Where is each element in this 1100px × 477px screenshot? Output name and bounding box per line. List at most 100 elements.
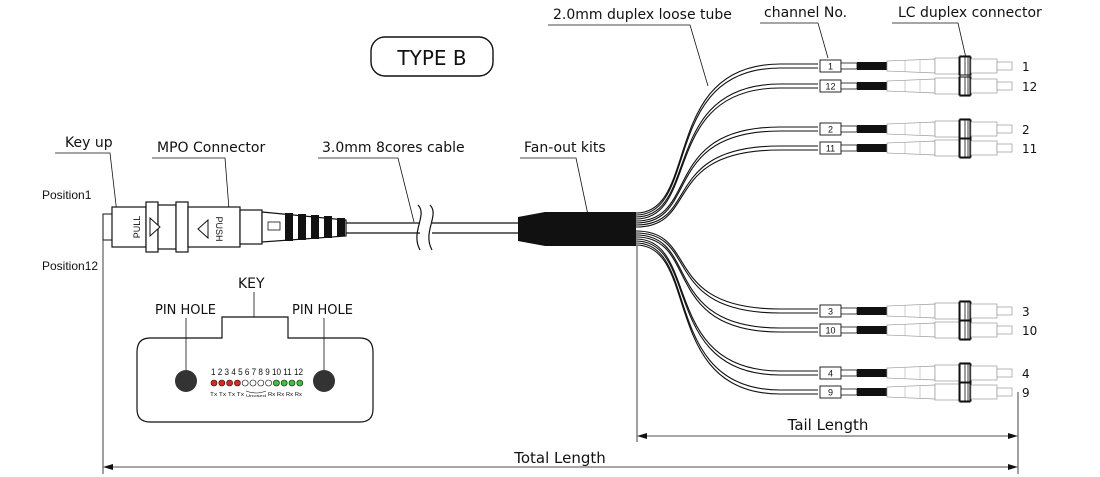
total-length-dimension: Total Length bbox=[102, 240, 1019, 474]
channel-tag-text: 12 bbox=[825, 82, 835, 92]
fanout-kits-label: Fan-out kits bbox=[524, 140, 606, 156]
fanout-tube-line bbox=[635, 238, 818, 372]
fanout-kit-body bbox=[518, 212, 636, 246]
mpo-connector-leader bbox=[152, 157, 231, 223]
fanout-tube-line bbox=[635, 242, 818, 391]
position1-label: Position1 bbox=[42, 188, 92, 202]
pin-hole-right-label: PIN HOLE bbox=[292, 303, 353, 318]
pin-hole-left bbox=[175, 370, 197, 392]
fanout-tube-line bbox=[635, 244, 818, 395]
fiber-dot bbox=[296, 379, 304, 387]
cable-leader bbox=[318, 157, 415, 223]
key-up-label: Key up bbox=[65, 135, 113, 151]
fanout-tube-line bbox=[635, 145, 818, 226]
fiber-dot bbox=[210, 379, 218, 387]
fanout-tube-line bbox=[635, 67, 818, 216]
fiber-dot bbox=[280, 379, 288, 387]
pull-text: PULL bbox=[132, 216, 142, 239]
rx-labels: Rx Rx Rx Rx bbox=[268, 392, 302, 398]
fiber-dot bbox=[257, 379, 265, 387]
unused-brace bbox=[245, 390, 267, 394]
channel-no-label: channel No. bbox=[764, 5, 847, 21]
mpo-key-diagram: KEY PIN HOLE PIN HOLE 1 2 3 4 5 6 7 8 9 … bbox=[136, 276, 374, 423]
fanout-kits-leader bbox=[520, 157, 589, 216]
fiber-dots bbox=[210, 379, 304, 387]
main-cable bbox=[346, 204, 518, 251]
channel-tag-text: 4 bbox=[828, 369, 833, 379]
channel-tag-text: 2 bbox=[828, 125, 833, 135]
fanout-tube-line bbox=[635, 83, 818, 218]
fanout-tube-line bbox=[635, 234, 818, 329]
channel-end-number: 2 bbox=[1022, 123, 1030, 137]
fiber-dot bbox=[265, 379, 272, 387]
fanout-tube-line bbox=[635, 240, 818, 376]
fanout-tube-line bbox=[635, 149, 818, 228]
fiber-dot bbox=[288, 379, 296, 387]
channel-end-number: 10 bbox=[1022, 324, 1037, 338]
tail-length-label: Tail Length bbox=[787, 416, 869, 434]
unused-label: Unused bbox=[246, 393, 266, 398]
fiber-dot bbox=[241, 379, 249, 387]
position12-label: Position12 bbox=[42, 259, 98, 273]
channel-tag-text: 10 bbox=[825, 326, 835, 336]
fanout-tube-line bbox=[635, 63, 818, 214]
channel-tag-text: 1 bbox=[828, 62, 833, 72]
channel-no-leader bbox=[760, 22, 829, 59]
fanout-tube-line bbox=[635, 130, 818, 224]
duplex-clip bbox=[959, 300, 971, 341]
lc-connector-leader bbox=[892, 22, 967, 59]
fanout-tube-line bbox=[635, 230, 818, 310]
pin-hole-right bbox=[313, 370, 335, 392]
channel-end-number: 1 bbox=[1022, 60, 1030, 74]
duplex-clip bbox=[959, 118, 971, 159]
total-length-label: Total Length bbox=[513, 449, 606, 467]
channel-end-number: 3 bbox=[1022, 305, 1030, 319]
channel-end-number: 12 bbox=[1022, 80, 1037, 94]
pull-arrow-icon bbox=[149, 216, 161, 238]
key-up-leader bbox=[55, 152, 119, 223]
fanout-tube-line bbox=[635, 232, 818, 314]
duplex-clip bbox=[959, 362, 971, 403]
loose-tube-label: 2.0mm duplex loose tube bbox=[553, 7, 732, 23]
fiber-numbers: 1 2 3 4 5 6 7 8 9 10 11 12 bbox=[211, 367, 303, 378]
fanout-tube-line bbox=[635, 236, 818, 333]
loose-tube-leader bbox=[548, 24, 709, 87]
channel-tag-text: 9 bbox=[828, 388, 833, 398]
fiber-dot bbox=[226, 379, 233, 387]
channel-tag-text: 11 bbox=[826, 144, 835, 154]
tail-length-dimension: Tail Length bbox=[636, 246, 1019, 442]
lc-connector-label: LC duplex connector bbox=[898, 5, 1042, 21]
channel-end-number: 11 bbox=[1022, 142, 1037, 156]
mpo-connector-label: MPO Connector bbox=[157, 140, 265, 156]
channel-leg: 12 12 bbox=[819, 76, 1037, 96]
duplex-clip bbox=[959, 55, 971, 97]
channel-tag-text: 3 bbox=[828, 307, 833, 317]
channel-end-number: 9 bbox=[1022, 386, 1030, 400]
tx-labels: Tx Tx Tx Tx bbox=[210, 392, 244, 398]
fiber-dot bbox=[249, 379, 257, 387]
fanout-tube-line bbox=[635, 126, 818, 222]
push-arrow-icon bbox=[197, 218, 209, 240]
key-face-outline bbox=[136, 316, 374, 423]
pin-hole-left-label: PIN HOLE bbox=[155, 303, 216, 318]
channel-leg: 10 10 bbox=[819, 320, 1037, 340]
push-text: PUSH bbox=[214, 216, 224, 241]
fanout-tubes bbox=[635, 63, 818, 395]
fiber-dot bbox=[218, 379, 226, 387]
fiber-dot bbox=[273, 379, 280, 387]
mpo-connector: PULL PUSH bbox=[102, 201, 347, 253]
type-badge-text: TYPE B bbox=[396, 46, 466, 70]
type-badge: TYPE B bbox=[370, 36, 494, 77]
key-label: KEY bbox=[238, 276, 265, 292]
channel-end-number: 4 bbox=[1022, 367, 1030, 381]
fanout-tube-line bbox=[635, 87, 818, 220]
channel-leg: 11 11 bbox=[819, 138, 1037, 158]
